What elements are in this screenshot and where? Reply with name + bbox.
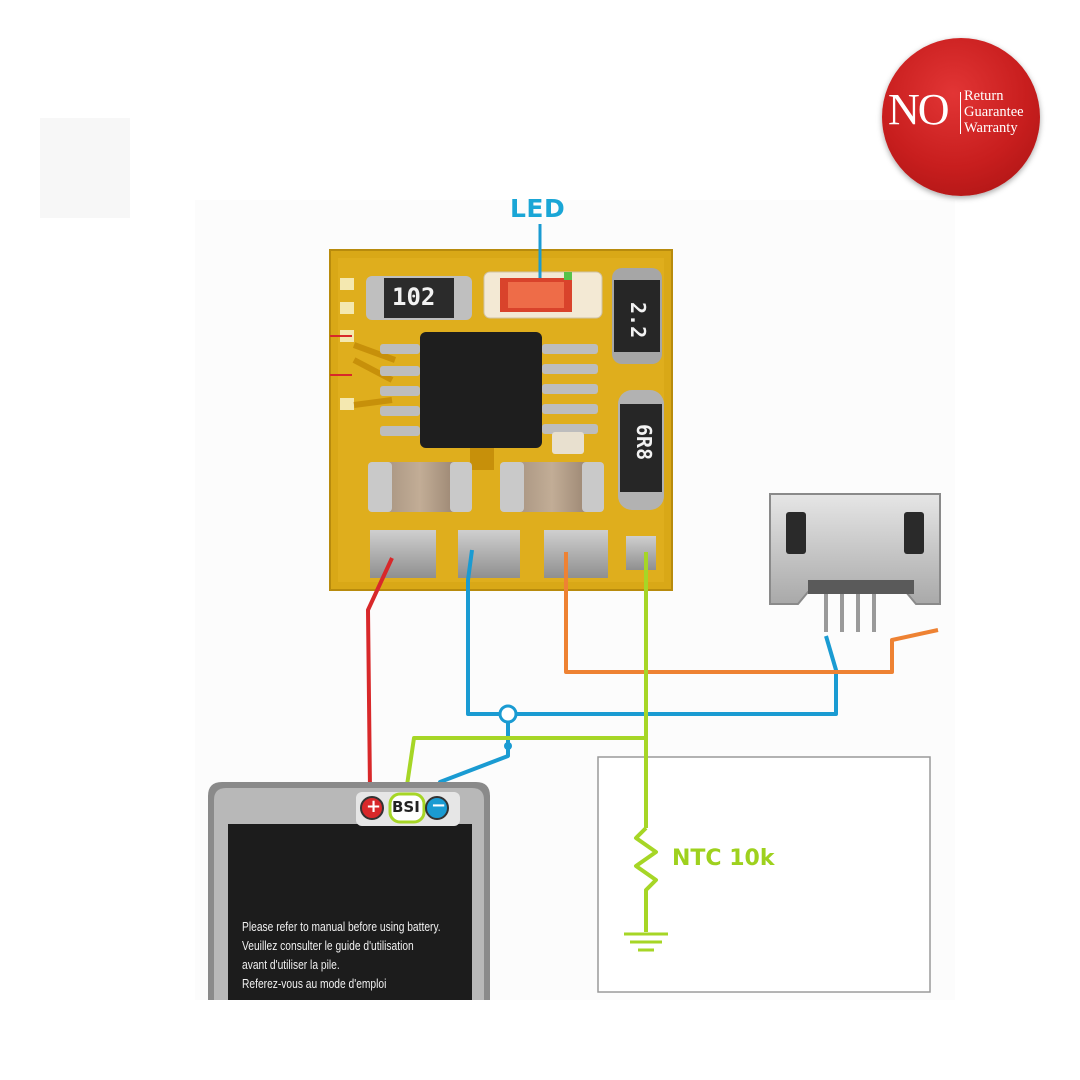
ntc-label: NTC 10k xyxy=(672,846,775,871)
badge-separator xyxy=(960,92,961,134)
inductor-2r2-label: 2.2 xyxy=(626,302,650,339)
resistor-102-label: 102 xyxy=(392,283,436,311)
battery-plus-terminal: + xyxy=(366,796,382,817)
wire-junction xyxy=(504,742,512,750)
wire-blue xyxy=(466,549,838,716)
resistor-6r8-label: 6R8 xyxy=(632,424,656,461)
battery-minus-terminal: − xyxy=(431,795,447,816)
no-return-badge: NO Return Guarantee Warranty xyxy=(882,38,1040,196)
battery-text-line: Please refer to manual before using batt… xyxy=(242,920,441,934)
wire-junction xyxy=(498,704,518,724)
badge-guarantee: Guarantee xyxy=(964,104,1024,120)
background-panel xyxy=(40,118,130,218)
badge-warranty: Warranty xyxy=(964,120,1018,136)
led-label: LED xyxy=(510,194,566,223)
battery-text-line: Veuillez consulter le guide d'utilisatio… xyxy=(242,939,414,953)
badge-words: Return Guarantee Warranty xyxy=(964,88,1024,136)
battery-warning-text: Please refer to manual before using batt… xyxy=(242,918,441,994)
charger-pcb xyxy=(329,249,673,591)
battery-text-line: Referez-vous au mode d'emploi xyxy=(242,977,387,991)
battery xyxy=(208,782,490,1000)
ground-symbol xyxy=(624,932,668,952)
badge-return: Return xyxy=(964,88,1004,104)
battery-bsi-terminal: BSI xyxy=(392,798,420,816)
ntc-resistor-symbol xyxy=(634,826,658,932)
micro-usb-connector xyxy=(769,493,941,632)
wire-green-bsi xyxy=(404,736,646,793)
badge-no-text: NO xyxy=(888,85,950,134)
battery-text-line: avant d'utiliser la pile. xyxy=(242,958,340,972)
ntc-box xyxy=(597,756,931,993)
wire-orange xyxy=(564,552,939,674)
wire-red xyxy=(366,557,394,791)
